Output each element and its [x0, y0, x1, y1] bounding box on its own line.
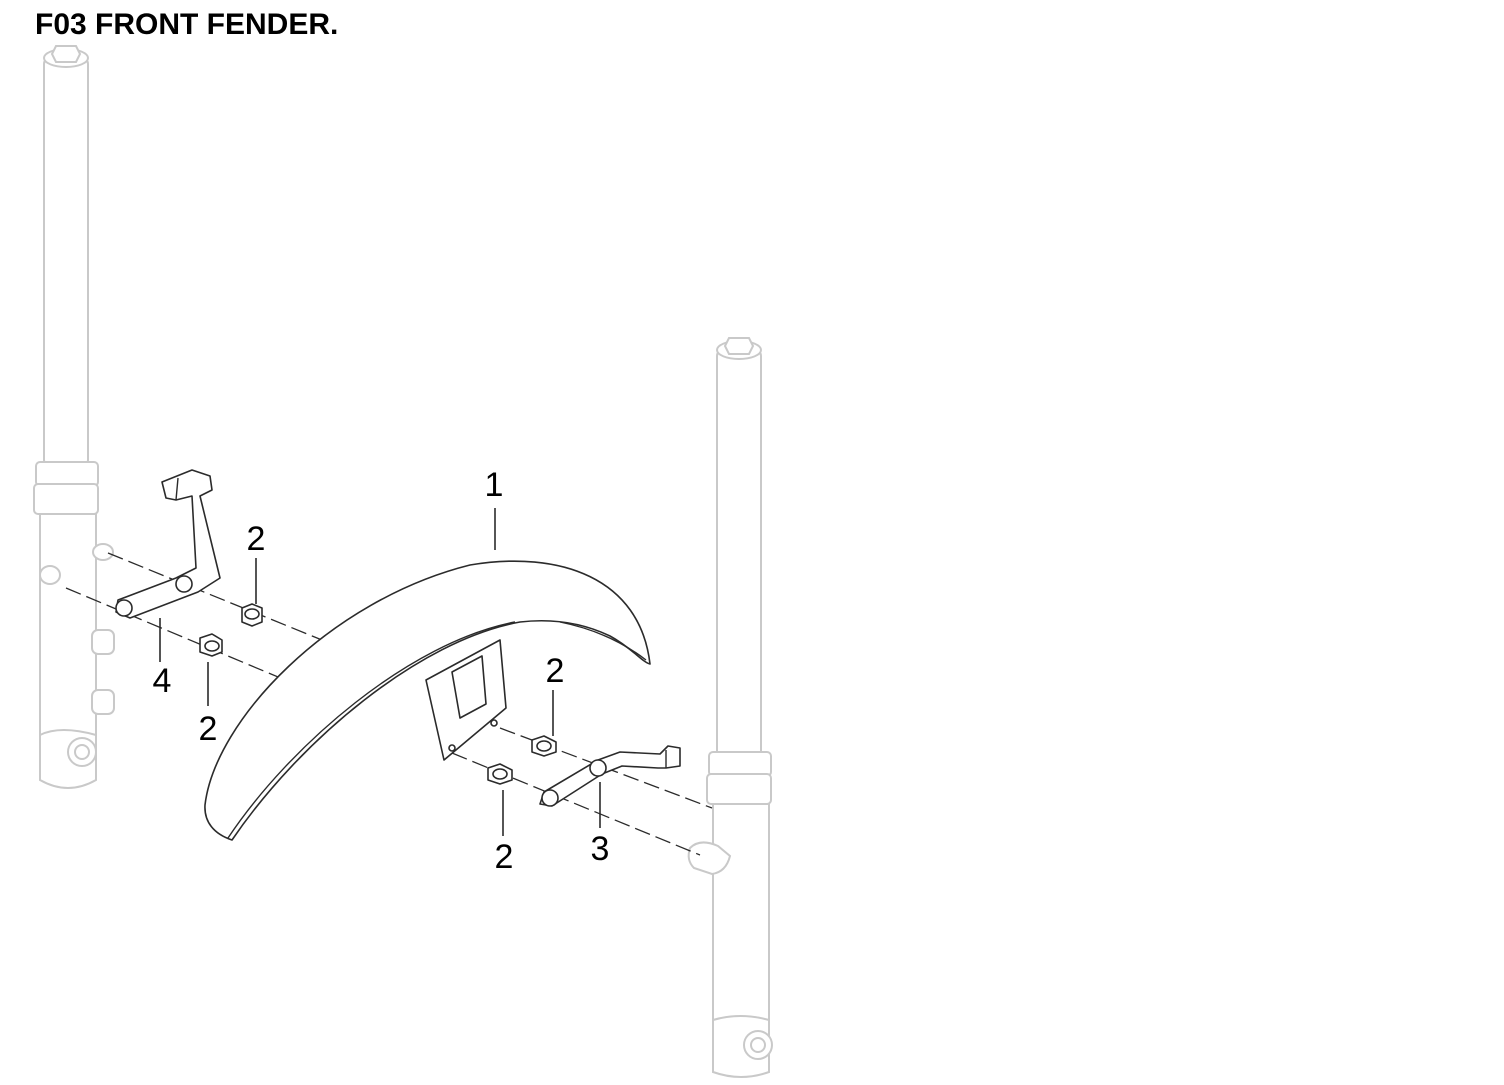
bolt-upper-right	[531, 735, 557, 757]
callout-4: 4	[153, 662, 172, 700]
fender-bracket-right	[539, 745, 681, 807]
callout-1: 1	[485, 466, 504, 504]
callout-3: 3	[591, 830, 610, 868]
left-fork-leg	[33, 45, 115, 789]
callout-2-lower-left: 2	[199, 710, 218, 748]
fender-bracket-left	[115, 469, 221, 619]
bolt-upper-left	[241, 603, 263, 627]
diagram-title: F03 FRONT FENDER.	[35, 8, 339, 41]
callout-2-lower-right: 2	[495, 838, 514, 876]
leader-lines	[159, 508, 601, 836]
right-fork-leg	[687, 337, 773, 1078]
bolt-lower-right	[487, 763, 513, 785]
bolt-lower-left	[199, 633, 223, 657]
callout-2-upper-left: 2	[247, 520, 266, 558]
callout-2-upper-right: 2	[546, 652, 565, 690]
front-fender	[204, 560, 651, 841]
